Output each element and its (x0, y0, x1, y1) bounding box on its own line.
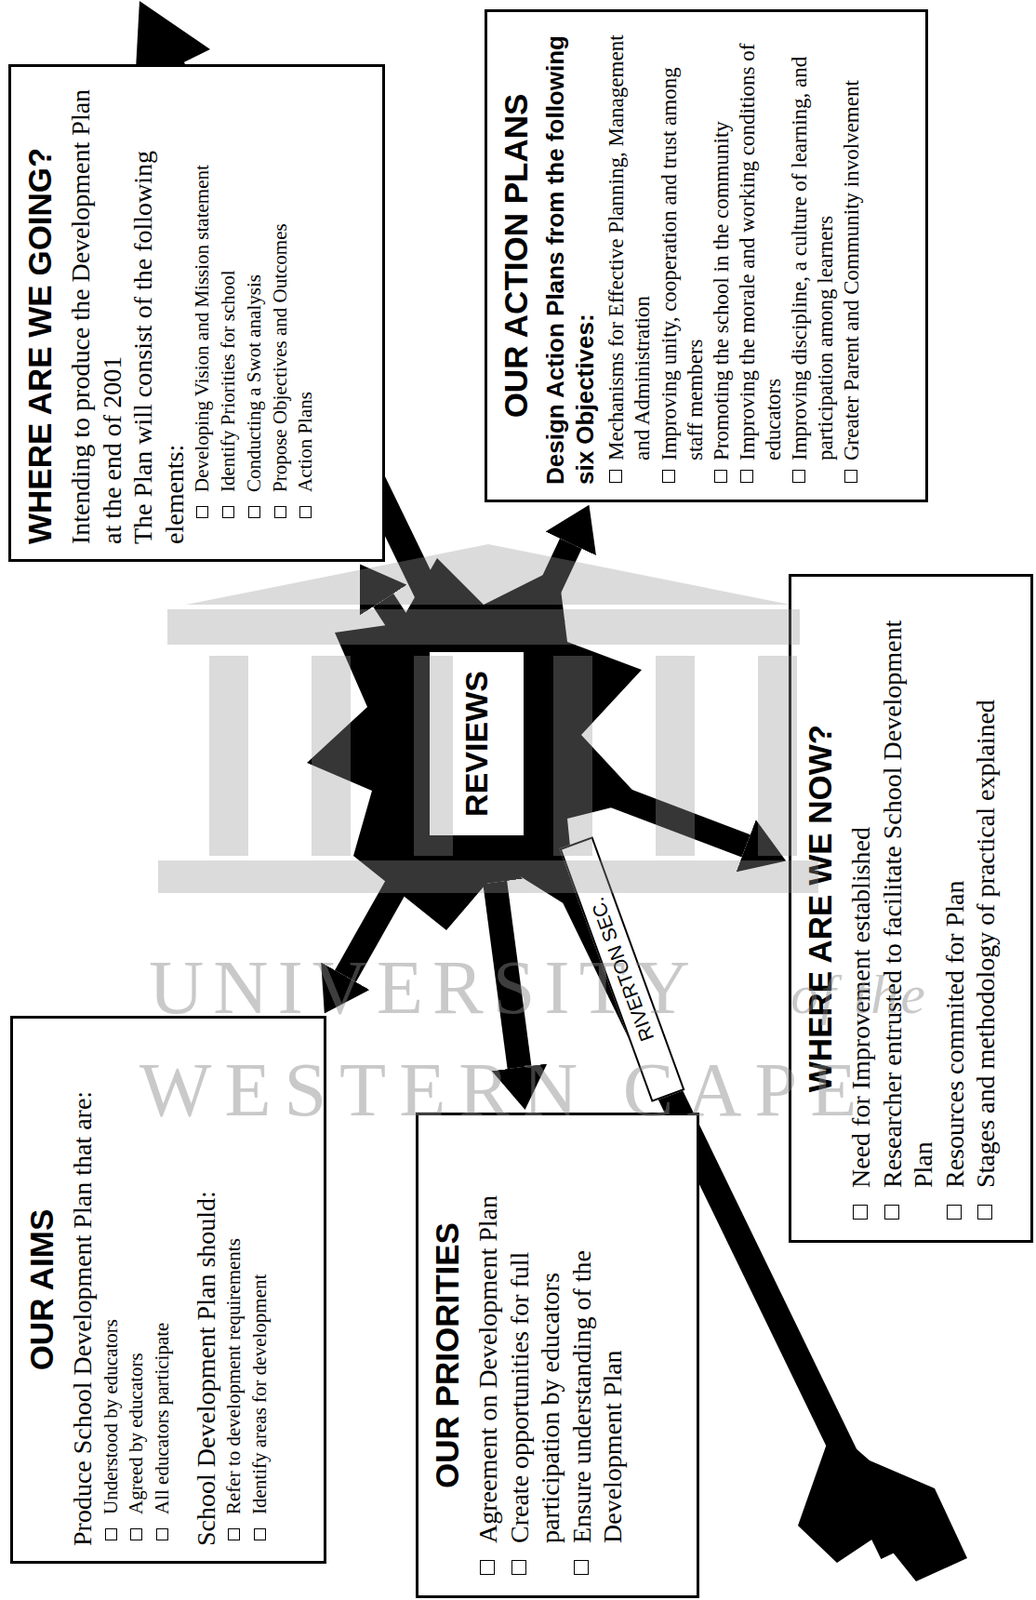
review-arrow (568, 778, 746, 847)
box-text: REVIEWS (458, 670, 495, 817)
action-plans-box: OUR ACTION PLANSDesign Action Plans from… (484, 9, 929, 503)
checklist-item: Identify Priorities for school (215, 81, 242, 524)
priorities-box: OUR PRIORITIESAgreement on Development P… (415, 1112, 700, 1598)
checklist-item: Agreed by educators (123, 1033, 150, 1546)
checklist-item: All educators participate (149, 1033, 176, 1546)
current-state-box: WHERE ARE WE NOW?Need for Improvement es… (788, 573, 1034, 1243)
box-heading: WHERE ARE WE GOING? (20, 81, 60, 545)
checklist-item: Promoting the school in the community (708, 26, 735, 485)
checklist-item: Stages and methodology of practical expl… (969, 591, 1002, 1225)
checklist-item: Understood by educators (98, 1033, 125, 1546)
checklist-item: Create opportunities for full participat… (504, 1129, 567, 1581)
box-text: The Plan will consist of the following e… (127, 81, 190, 545)
building-logo (158, 544, 819, 893)
box-text: Design Action Plans from the following s… (541, 26, 600, 485)
reviews-hub: REVIEWS (427, 650, 526, 837)
box-heading: OUR AIMS (22, 1033, 62, 1546)
checklist-item: Action Plans (292, 81, 319, 524)
arrow-fletching (797, 1427, 968, 1581)
box-heading: OUR PRIORITIES (427, 1129, 467, 1581)
box-heading: WHERE ARE WE NOW? (800, 591, 840, 1225)
checklist-item: Propose Objectives and Outcomes (267, 81, 294, 524)
checklist-item: Improving discipline, a culture of learn… (786, 26, 839, 485)
checklist-item: Developing Vision and Mission statement (189, 81, 216, 524)
review-arrow (494, 882, 519, 1068)
review-arrow (383, 599, 403, 631)
review-arrow (540, 543, 572, 609)
school-name-strip: RIVERTON SEC. (559, 836, 686, 1103)
box-text: School Development Plan should: (190, 1033, 223, 1546)
box-heading: OUR ACTION PLANS (496, 26, 536, 485)
checklist-item: Refer to development requirements (221, 1033, 248, 1546)
checklist-item: Conducting a Swot analysis (241, 81, 268, 524)
checklist-item: Agreement on Development Plan (472, 1129, 505, 1581)
checklist-item: Greater Parent and Community involvement (838, 26, 865, 485)
checklist-item: Mechanisms for Effective Planning, Manag… (603, 26, 656, 485)
checklist-item: Improving unity, cooperation and trust a… (656, 26, 709, 485)
box-text: Produce School Development Plan that are… (66, 1033, 99, 1546)
box-text: Intending to produce the Development Pla… (65, 81, 128, 545)
checklist-item: Researcher entrusted to facilitate Schoo… (876, 591, 940, 1225)
checklist-item: Resources commited for Plan (939, 591, 971, 1225)
checklist-item: Identify areas for development (247, 1033, 274, 1546)
checklist-item: Improving the morale and working conditi… (734, 26, 787, 485)
checklist-item: Need for Improvement established (845, 591, 877, 1225)
checklist-item: Ensure understanding of the Development … (566, 1129, 629, 1581)
aims-box: OUR AIMSProduce School Development Plan … (10, 1015, 327, 1564)
review-arrow (345, 869, 405, 976)
goals-box: WHERE ARE WE GOING?Intending to produce … (8, 64, 386, 562)
